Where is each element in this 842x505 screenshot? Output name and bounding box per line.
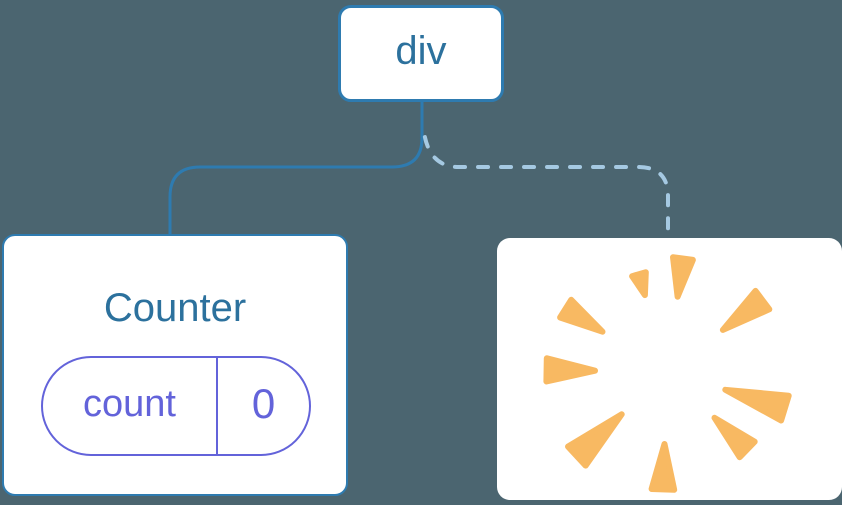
dashed-link-line [422,130,670,242]
state-value-label: 0 [251,380,276,427]
solid-link-line [168,102,424,236]
state-key-label: count [83,382,176,425]
counter-title: Counter [103,286,247,330]
poof-icon [543,254,792,493]
state-key-cell: count [43,358,218,454]
tree-node-counter: Counter count 0 [2,234,348,496]
tree-node-removed [497,238,842,500]
tree-node-div: div [338,5,504,102]
state-value-cell: 0 [218,358,309,454]
state-pill: count 0 [41,356,311,456]
div-node-label: div [395,29,447,73]
